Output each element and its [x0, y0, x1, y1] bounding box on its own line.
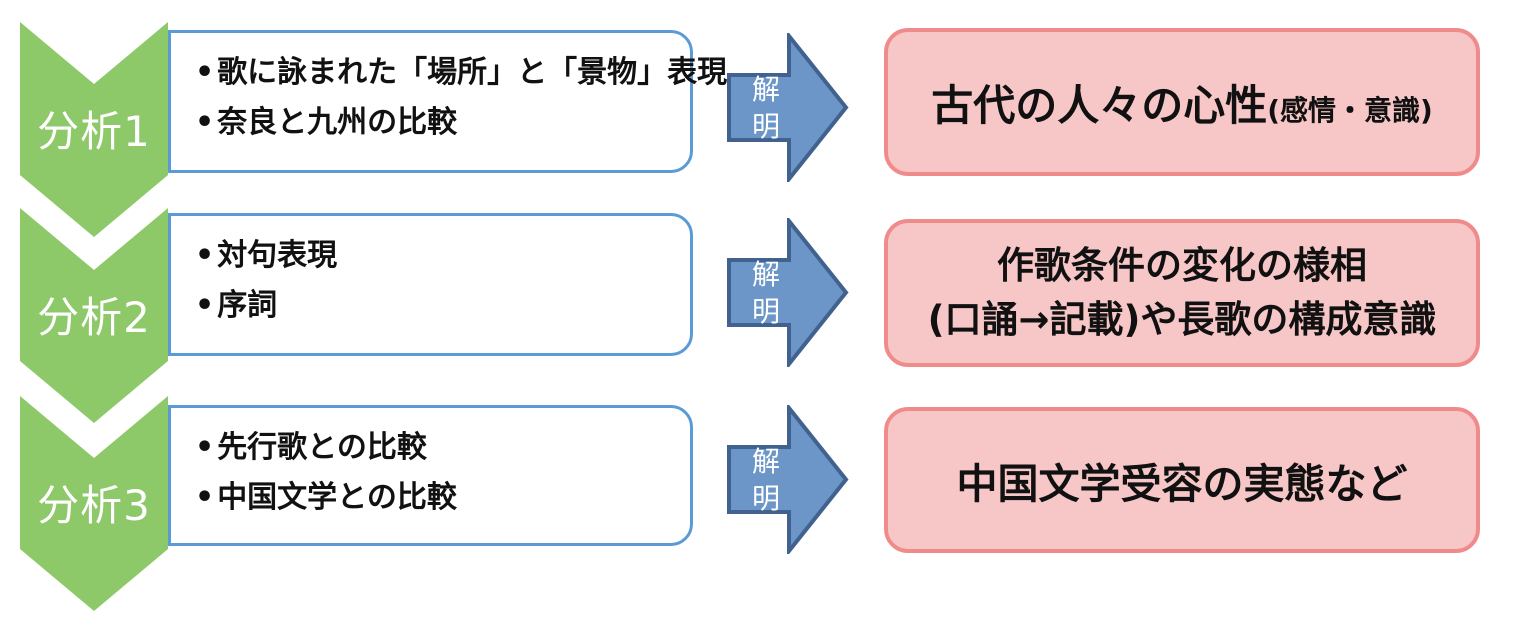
result-line2: (口誦→記載)や長歌の構成意識 — [927, 298, 1437, 341]
chevron-step-1: 分析1 — [20, 22, 168, 237]
result-main: 作歌条件の変化の様相 — [997, 244, 1367, 287]
arrow-label-3: 解明 — [751, 444, 780, 515]
chevron-label-2: 分析2 — [37, 293, 151, 342]
result-box-2: 作歌条件の変化の様相 (口誦→記載)や長歌の構成意識 — [884, 219, 1480, 367]
result-text-2: 作歌条件の変化の様相 — [997, 239, 1367, 293]
bullet-dot: • — [195, 430, 215, 465]
chevron-step-3: 分析3 — [20, 396, 168, 611]
analysis-box-3: •先行歌との比較 •中国文学との比較 — [168, 405, 693, 546]
bullet-text: 歌に詠まれた「場所」と「景物」表現 — [217, 55, 728, 90]
bullet-line: •対句表現 — [195, 231, 676, 281]
analysis-box-1: •歌に詠まれた「場所」と「景物」表現 •奈良と九州の比較 — [168, 30, 727, 173]
kaimei-arrow-1: 解明 — [727, 33, 849, 182]
result-box-3: 中国文学受容の実態など — [884, 407, 1480, 553]
kaimei-arrow-3: 解明 — [727, 405, 849, 554]
bullet-line: •歌に詠まれた「場所」と「景物」表現 — [195, 48, 727, 98]
result-box-1: 古代の人々の心性(感情・意識) — [884, 28, 1480, 176]
bullet-line: •序詞 — [195, 281, 676, 331]
result-main: 中国文学受容の実態など — [956, 460, 1408, 508]
right-arrow-shape — [727, 218, 849, 367]
chevron-step-2: 分析2 — [20, 208, 168, 423]
result-text-3: 中国文学受容の実態など — [957, 450, 1408, 510]
result-note: (感情・意識) — [1267, 93, 1433, 127]
result-text-1: 古代の人々の心性(感情・意識) — [931, 72, 1433, 133]
bullet-dot: • — [195, 238, 215, 273]
bullet-text: 先行歌との比較 — [217, 430, 427, 465]
chevron-down-shape — [20, 22, 168, 237]
chevron-down-shape — [20, 208, 168, 423]
right-arrow-shape — [727, 33, 849, 182]
bullet-text: 中国文学との比較 — [217, 480, 457, 515]
arrow-label-1: 解明 — [751, 72, 780, 143]
analysis-box-2: •対句表現 •序詞 — [168, 213, 693, 356]
bullet-text: 序詞 — [217, 288, 278, 323]
chevron-label-1: 分析1 — [37, 107, 151, 156]
chevron-label-3: 分析3 — [37, 481, 151, 530]
right-arrow-shape — [727, 405, 849, 554]
bullet-text: 奈良と九州の比較 — [217, 105, 458, 140]
bullet-text: 対句表現 — [217, 238, 338, 273]
bullet-dot: • — [195, 480, 215, 515]
chevron-down-shape — [20, 396, 168, 611]
bullet-dot: • — [195, 288, 215, 323]
bullet-line: •先行歌との比較 — [195, 423, 676, 473]
bullet-dot: • — [195, 55, 215, 90]
bullet-line: •中国文学との比較 — [195, 473, 676, 523]
bullet-line: •奈良と九州の比較 — [195, 98, 676, 148]
result-main: 古代の人々の心性 — [931, 80, 1268, 130]
arrow-label-2: 解明 — [751, 257, 780, 328]
bullet-dot: • — [195, 105, 215, 140]
kaimei-arrow-2: 解明 — [727, 218, 849, 367]
